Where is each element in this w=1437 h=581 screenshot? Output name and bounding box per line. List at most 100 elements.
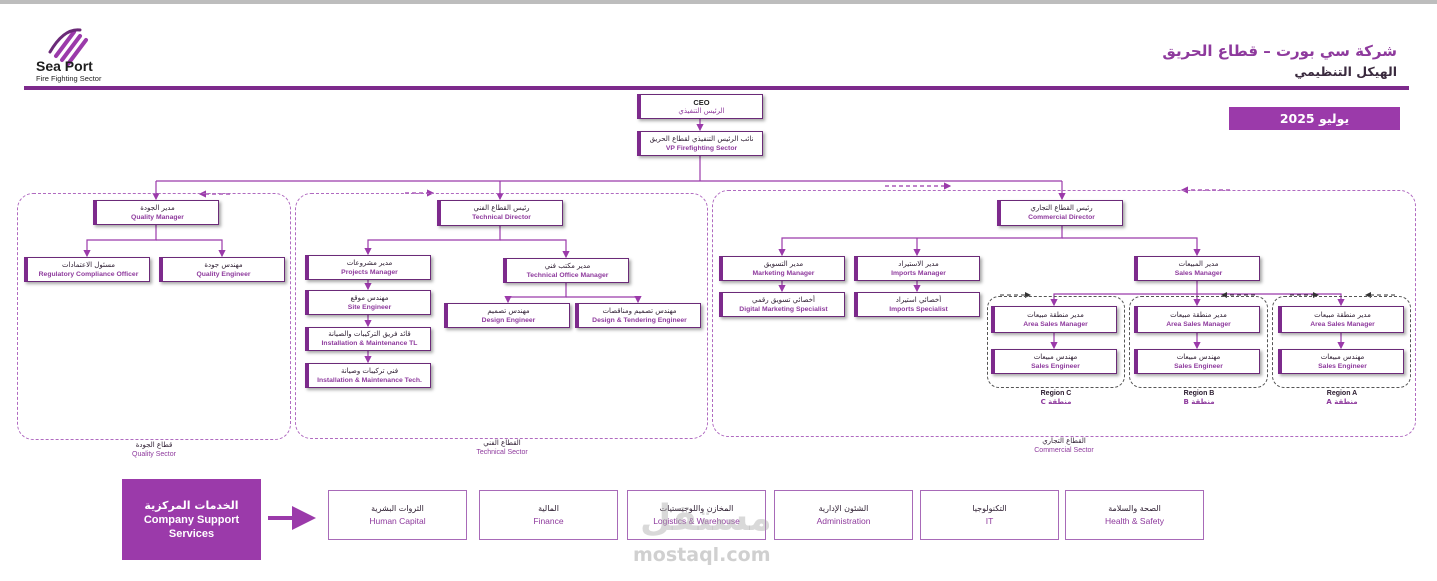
node-ar: مهندس تصميم <box>487 306 530 315</box>
service-en: Human Capital <box>369 516 426 526</box>
region-ar: منطقة C <box>1040 398 1072 406</box>
installation-tech-box: فني تركيبات وصيانة Installation & Mainte… <box>305 363 431 388</box>
technical-sector-frame <box>295 193 708 439</box>
quality-engineer-box: مهندس جودة Quality Engineer <box>159 257 285 282</box>
ceo-box: CEO الرئيس التنفيذي <box>637 94 763 119</box>
service-ar: الشئون الإدارية <box>818 504 869 513</box>
node-ar: مهندس مبيعات <box>1320 352 1365 361</box>
service-administration: الشئون الإدارية Administration <box>774 490 913 540</box>
region-a-label: Region A منطقة A <box>1326 389 1357 407</box>
node-en: CEO <box>693 97 710 107</box>
installation-tl-box: قائد فريق التركيبات والصيانة Installatio… <box>305 327 431 351</box>
page-title: شركة سي بورت – قطاع الحريق <box>1162 42 1397 60</box>
node-ar: مهندس تصميم ومناقصات <box>602 306 677 315</box>
node-ar: مدير الاستيراد <box>898 259 939 268</box>
logo-subtitle: Fire Fighting Sector <box>36 74 102 83</box>
region-b-frame <box>1129 296 1268 388</box>
node-ar: مهندس مبيعات <box>1033 352 1078 361</box>
vp-box: نائب الرئيس التنفيذي لقطاع الحريق VP Fir… <box>637 131 763 156</box>
node-ar: أخصائي استيراد <box>895 295 942 304</box>
node-ar: مهندس مبيعات <box>1176 352 1221 361</box>
service-it: التكنولوجيا IT <box>920 490 1059 540</box>
watermark-arabic: مستقل <box>640 498 772 539</box>
sector-ar: القطاع التجاري <box>1042 437 1086 445</box>
node-en: Technical Director <box>472 214 531 221</box>
node-en: Design Engineer <box>481 316 536 324</box>
node-en: Imports Manager <box>891 269 946 277</box>
regulatory-officer-box: مسئول الاعتمادات Regulatory Compliance O… <box>24 257 150 282</box>
company-support-services-box: الخدمات المركزية Company Support Service… <box>122 479 261 560</box>
region-c-frame <box>987 296 1125 388</box>
node-en: Quality Manager <box>131 213 184 221</box>
region-en: Region C <box>1040 390 1072 397</box>
node-en: Installation & Maintenance TL <box>321 340 418 347</box>
region-ar: منطقة A <box>1326 398 1358 406</box>
logo-name: Sea Port <box>36 58 93 74</box>
region-en: Region A <box>1326 390 1358 397</box>
node-en: Site Engineer <box>347 303 392 311</box>
service-human-capital: الثروات البشرية Human Capital <box>328 490 467 540</box>
node-en: Quality Engineer <box>196 270 251 278</box>
commercial-director-box: رئيس القطاع التجاري Commercial Director <box>997 200 1123 226</box>
node-ar: رئيس القطاع الفني <box>473 204 530 212</box>
design-engineer-box: مهندس تصميم Design Engineer <box>444 303 570 328</box>
imports-manager-box: مدير الاستيراد Imports Manager <box>854 256 980 281</box>
sales-engineer-c-box: مهندس مبيعات Sales Engineer <box>991 349 1117 374</box>
node-en: Marketing Manager <box>752 269 815 277</box>
area-sales-manager-c-box: مدير منطقة مبيعات Area Sales Manager <box>991 306 1117 333</box>
watermark-url: mostaql.com <box>633 544 771 566</box>
region-b-label: Region B منطقة B <box>1183 389 1214 407</box>
region-en: Region B <box>1183 390 1215 397</box>
area-sales-manager-a-box: مدير منطقة مبيعات Area Sales Manager <box>1278 306 1404 333</box>
node-en: Design & Tendering Engineer <box>592 316 687 324</box>
area-sales-manager-b-box: مدير منطقة مبيعات Area Sales Manager <box>1134 306 1260 333</box>
sales-engineer-b-box: مهندس مبيعات Sales Engineer <box>1134 349 1260 374</box>
node-en: Area Sales Manager <box>1023 320 1088 328</box>
service-ar: المالية <box>538 504 559 513</box>
sea-port-logo-icon <box>48 28 88 66</box>
service-health-safety: الصحة والسلامة Health & Safety <box>1065 490 1204 540</box>
projects-manager-box: مدير مشروعات Projects Manager <box>305 255 431 280</box>
region-c-label: Region C منطقة C <box>1041 389 1072 407</box>
node-en: Regulatory Compliance Officer <box>38 270 139 278</box>
service-ar: التكنولوجيا <box>972 504 1007 513</box>
node-en: Technical Office Manager <box>526 271 609 279</box>
page-subtitle: الهيكل التنظيمي <box>1294 64 1397 79</box>
node-en: Commercial Director <box>1028 214 1095 221</box>
sector-en: Commercial Sector <box>1034 447 1094 454</box>
service-en: IT <box>985 516 994 526</box>
header-rule <box>24 86 1409 90</box>
node-en: Area Sales Manager <box>1166 320 1231 328</box>
region-ar: منطقة B <box>1183 398 1215 406</box>
quality-manager-box: مدير الجودة Quality Manager <box>93 200 219 225</box>
service-en: Health & Safety <box>1104 516 1165 526</box>
node-ar: أخصائي تسويق رقمي <box>752 295 815 304</box>
node-ar: مدير التسويق <box>763 259 804 268</box>
node-ar: مهندس موقع <box>350 293 389 302</box>
node-en: Sales Engineer <box>1174 362 1223 370</box>
node-ar: الرئيس التنفيذي <box>678 106 725 115</box>
node-ar: مسئول الاعتمادات <box>61 260 116 269</box>
service-en: Finance <box>533 516 564 526</box>
design-tendering-engineer-box: مهندس تصميم ومناقصات Design & Tendering … <box>575 303 701 328</box>
commercial-sector-frame <box>712 190 1416 437</box>
node-en: Imports Specialist <box>889 305 948 313</box>
node-ar: مدير المبيعات <box>1178 259 1219 268</box>
node-en: Digital Marketing Specialist <box>739 305 828 313</box>
node-ar: مدير مكتب فني <box>544 261 591 270</box>
quality-sector-label: قطاع الجودة Quality Sector <box>132 441 176 459</box>
support-ar: الخدمات المركزية <box>144 499 239 512</box>
node-ar: رئيس القطاع التجاري <box>1030 204 1093 212</box>
node-ar: نائب الرئيس التنفيذي لقطاع الحريق <box>649 134 754 143</box>
node-ar: مدير منطقة مبيعات <box>1170 310 1227 319</box>
service-ar: المخازن واللوجيستيات <box>659 504 734 513</box>
service-logistics: المخازن واللوجيستيات Logistics & Warehou… <box>627 490 766 540</box>
service-ar: الثروات البشرية <box>371 504 424 513</box>
sector-ar: قطاع الجودة <box>135 441 173 449</box>
node-ar: مدير منطقة مبيعات <box>1314 310 1371 319</box>
service-en: Administration <box>816 516 871 526</box>
node-en: VP Firefighting Sector <box>665 144 738 152</box>
service-en: Logistics & Warehouse <box>653 516 740 526</box>
digital-marketing-box: أخصائي تسويق رقمي Digital Marketing Spec… <box>719 292 845 317</box>
